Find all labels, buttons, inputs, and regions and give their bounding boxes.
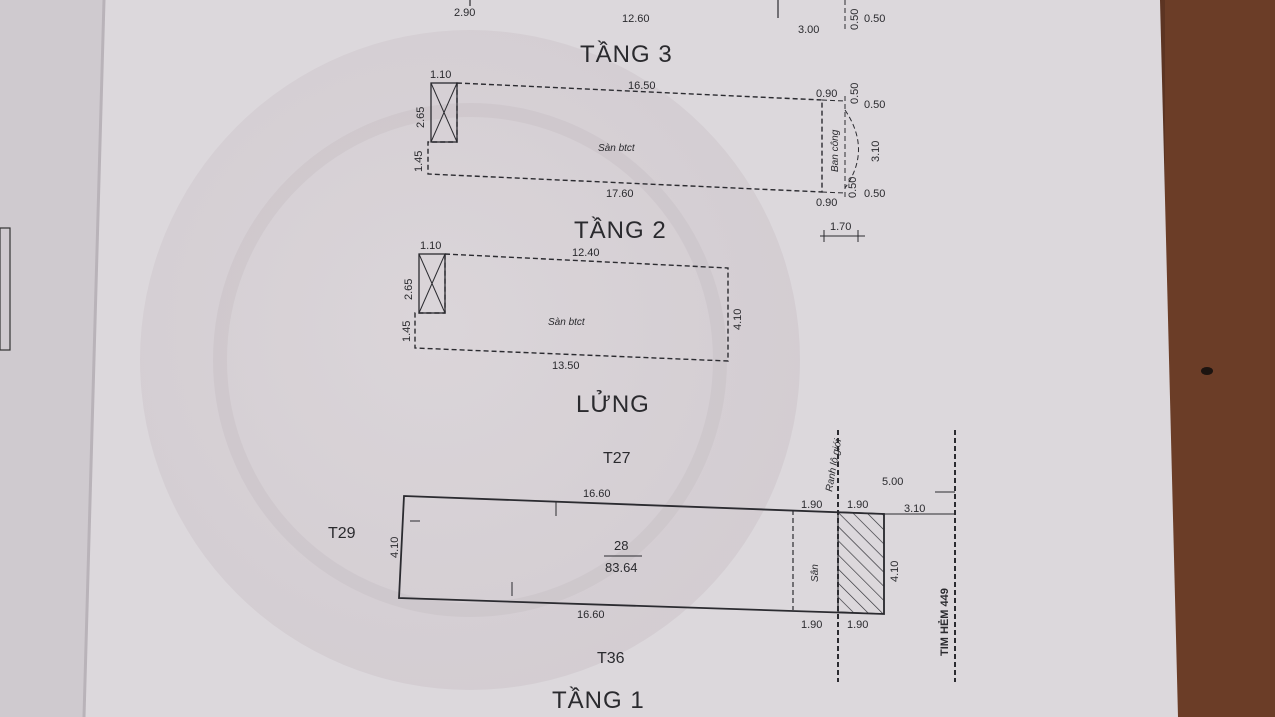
tang1-plot-number: 28 xyxy=(614,538,628,553)
tang1-neighbor-west: T29 xyxy=(328,525,356,542)
tang1-yard-label: Sân xyxy=(810,564,821,582)
tang2-dim-bottom-right: 0.90 xyxy=(816,197,837,209)
tang3-dim-top: 12.60 xyxy=(622,13,650,25)
tang2-dim-bottom: 17.60 xyxy=(606,188,634,200)
lung-dim-bottom: 13.50 xyxy=(552,360,580,372)
tang1-dim-top: 16.60 xyxy=(583,488,611,500)
paper-fold xyxy=(82,0,106,717)
tang1-dim-top-right-b: 1.90 xyxy=(847,499,868,511)
left-page-frame xyxy=(0,227,11,351)
tang1-neighbor-south: T36 xyxy=(597,650,625,667)
floor-tang3: 2.90 12.60 3.00 0.50 0.50 TẦNG 3 xyxy=(454,0,885,68)
tang3-dim-left: 2.90 xyxy=(454,7,475,19)
floor-tang2: 1.10 16.50 0.90 0.50 0.50 3.10 0.50 0.50… xyxy=(413,69,885,244)
tang1-dim-bottom-right-a: 1.90 xyxy=(801,619,822,631)
tang2-balcony-label: Ban công xyxy=(830,129,841,172)
tang2-dim-left-upper: 2.65 xyxy=(415,107,427,128)
lung-dim-left-lower: 1.45 xyxy=(401,321,413,342)
tang2-dim-below: 1.70 xyxy=(830,221,851,233)
floor-lung: 1.10 12.40 2.65 1.45 4.10 13.50 Sàn btct… xyxy=(401,240,744,418)
tang1-dim-bottom: 16.60 xyxy=(577,609,605,621)
watermark-seal xyxy=(140,30,800,690)
tang2-stair-box xyxy=(430,82,458,143)
tang3-dim-side-a: 0.50 xyxy=(849,9,861,30)
tang3-title: TẦNG 3 xyxy=(580,40,673,68)
floor-tang1: T27 T29 T36 Ranh lộ giới TIM HẺM 449 16.… xyxy=(328,430,956,714)
wood-grain xyxy=(1165,0,1275,717)
tang2-title: TẦNG 2 xyxy=(574,216,667,244)
tang1-neighbor-north: T27 xyxy=(603,450,631,467)
tang1-title: TẦNG 1 xyxy=(552,686,645,714)
tang2-dim-top-right: 0.90 xyxy=(816,88,837,100)
tang1-dim-right: 4.10 xyxy=(889,561,901,582)
paper-left-page xyxy=(0,0,105,717)
lung-dim-top: 12.40 xyxy=(572,247,600,259)
lung-dim-top-left: 1.10 xyxy=(420,240,441,252)
tang2-dim-side-bottom-small: 0.50 xyxy=(847,177,859,198)
tang2-dim-top: 16.50 xyxy=(628,80,656,92)
tang1-alley-label: TIM HẺM 449 xyxy=(938,588,951,656)
tang1-dim-top-right-a: 1.90 xyxy=(801,499,822,511)
tang2-dim-right-bottom: 0.50 xyxy=(864,188,885,200)
tang1-dim-road: 3.10 xyxy=(904,503,925,515)
tang2-room-label: Sàn btct xyxy=(598,143,636,154)
tang2-dim-right-top: 0.50 xyxy=(864,99,885,111)
tang1-hatched-area xyxy=(837,511,885,615)
lung-dim-right: 4.10 xyxy=(732,309,744,330)
tang2-dim-right-mid: 3.10 xyxy=(870,141,882,162)
tang2-dim-side-top-small: 0.50 xyxy=(849,83,861,104)
tang1-dim-offset: 5.00 xyxy=(882,476,903,488)
lung-room-label: Sàn btct xyxy=(548,317,586,328)
tang1-plot-area: 83.64 xyxy=(605,560,638,575)
tang3-dim-side-b: 0.50 xyxy=(864,13,885,25)
lung-dim-left-upper: 2.65 xyxy=(403,279,415,300)
tang1-dim-bottom-right-b: 1.90 xyxy=(847,619,868,631)
tang3-dim-right: 3.00 xyxy=(798,24,819,36)
wood-knot xyxy=(1201,367,1213,375)
tang2-balcony-arc xyxy=(844,109,859,189)
lung-title: LỬNG xyxy=(576,389,650,418)
tang2-dim-top-left: 1.10 xyxy=(430,69,451,81)
tang2-dim-left-lower: 1.45 xyxy=(413,151,425,172)
tang1-dim-left: 4.10 xyxy=(389,537,401,558)
lung-stair-box xyxy=(418,253,446,314)
